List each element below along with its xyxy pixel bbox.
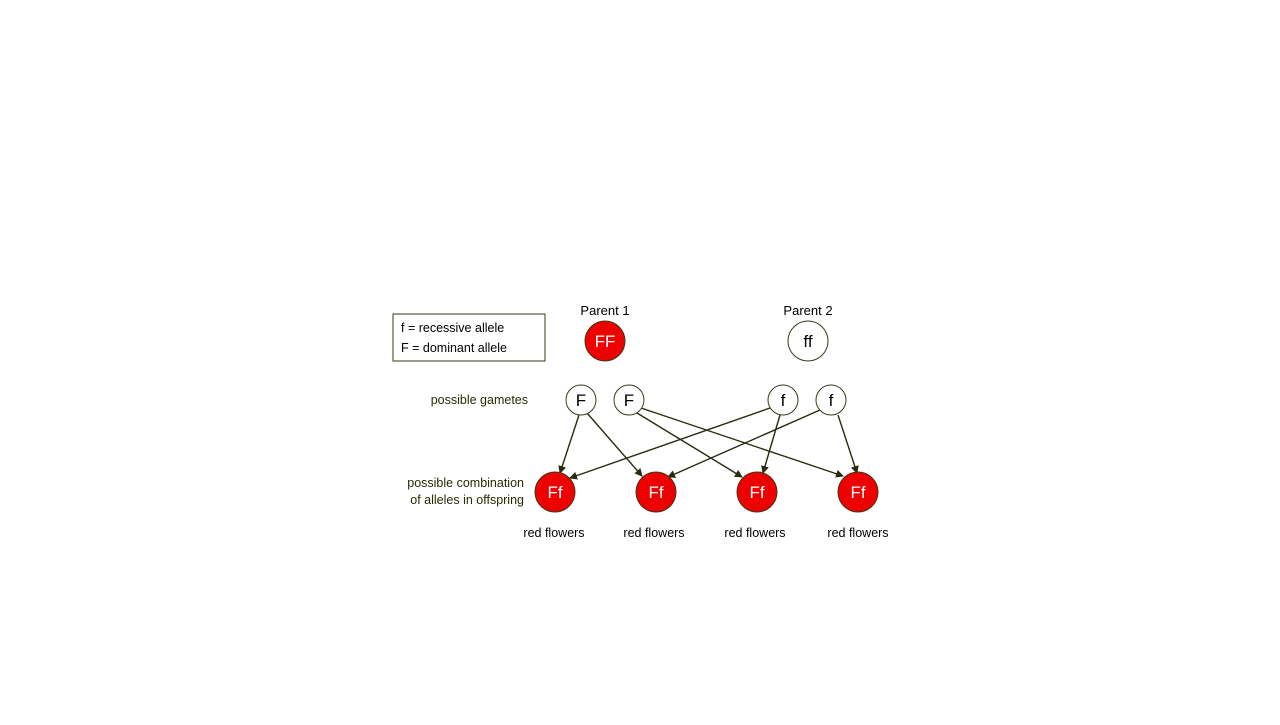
offspring-1-circle	[534, 471, 576, 513]
gamete-1-circle	[565, 384, 597, 416]
arrow-gamete3-offspring1	[569, 407, 771, 480]
offspring-3-phenotype: red flowers	[724, 526, 785, 540]
gamete-2: F	[613, 384, 645, 416]
offspring-2-phenotype: red flowers	[623, 526, 684, 540]
gamete-4: f	[815, 384, 847, 416]
arrow-gamete4-offspring4	[837, 414, 859, 474]
arrow-gamete2-offspring4	[640, 407, 844, 478]
offspring-row-label-line2: of alleles in offspring	[410, 493, 524, 507]
arrow-gamete4-offspring2	[667, 409, 821, 478]
offspring-3-genotype: Ff	[749, 483, 764, 502]
parent-2-label: Parent 2	[783, 303, 832, 318]
arrow-gamete2-offspring3	[636, 412, 743, 478]
gamete-2-allele: F	[624, 391, 634, 410]
gamete-2-circle	[613, 384, 645, 416]
gamete-1-allele: F	[576, 391, 586, 410]
parent-1: Parent 1 FF	[580, 303, 630, 362]
legend-box: f = recessive allele F = dominant allele	[392, 313, 546, 362]
legend-recessive: f = recessive allele	[401, 321, 504, 335]
offspring-row-label-line1: possible combination	[407, 476, 524, 490]
parent-1-circle	[584, 320, 626, 362]
parent-2: Parent 2 ff	[783, 303, 833, 362]
arrows	[558, 407, 859, 480]
parent-2-circle	[787, 320, 829, 362]
offspring-3: Ff red flowers	[724, 471, 786, 540]
offspring-2-circle	[635, 471, 677, 513]
offspring-4-genotype: Ff	[850, 483, 865, 502]
gamete-3-allele: f	[781, 391, 786, 410]
gamete-4-circle	[815, 384, 847, 416]
offspring-4: Ff red flowers	[827, 471, 889, 540]
offspring-2: Ff red flowers	[623, 471, 685, 540]
offspring-4-circle	[837, 471, 879, 513]
gametes-row-label: possible gametes	[431, 393, 528, 407]
parent-1-label: Parent 1	[580, 303, 629, 318]
arrow-gamete1-offspring2	[586, 412, 643, 477]
offspring-3-circle	[736, 471, 778, 513]
gamete-1: F	[565, 384, 597, 416]
gamete-3: f	[767, 384, 799, 416]
legend-border	[392, 313, 546, 362]
parent-2-genotype: ff	[803, 332, 812, 351]
arrow-gamete1-offspring1	[558, 414, 580, 474]
arrow-gamete3-offspring3	[761, 414, 781, 474]
offspring-1: Ff red flowers	[523, 471, 585, 540]
offspring-1-genotype: Ff	[547, 483, 562, 502]
offspring-4-phenotype: red flowers	[827, 526, 888, 540]
legend-dominant: F = dominant allele	[401, 341, 507, 355]
offspring-1-phenotype: red flowers	[523, 526, 584, 540]
offspring-2-genotype: Ff	[648, 483, 663, 502]
parent-1-genotype: FF	[595, 332, 616, 351]
gamete-4-allele: f	[829, 391, 834, 410]
gamete-3-circle	[767, 384, 799, 416]
